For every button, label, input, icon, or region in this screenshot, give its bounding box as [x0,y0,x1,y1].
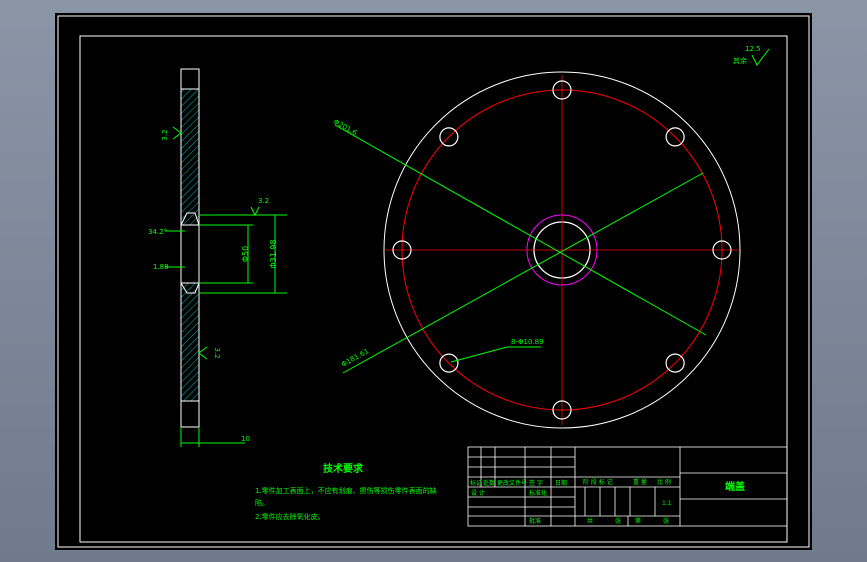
tb-standard-label: 标准化 [529,489,547,497]
bolt-hole [552,80,572,100]
flange-bottom-plain [180,400,200,428]
chamfer-size-text: 1.88 [153,263,169,271]
roughness-top-icon [172,126,182,140]
bore-section [180,224,200,284]
roughness-top-text: 3.2 [161,129,169,140]
cad-drawing: Φ50 Φ31.98 34.2° 1.88 3.2 3.2 3.2 10 Φ20… [57,15,810,548]
tb-sheet-label: 张 [615,517,621,525]
outer-diameter-leader [334,124,707,336]
notes-line1-cont: 陷。 [255,498,269,507]
tb-mark-label: 标记 [470,479,482,487]
inner-border [79,35,788,543]
recess-dim-text: Φ31.98 [269,239,278,268]
flange-top-plain [180,68,200,90]
tb-sheet-num-label: 第 [635,517,641,525]
bolt-hole [665,127,685,147]
bolt-circle-text: Φ181.61 [340,347,370,369]
roughness-bottom-icon [198,346,208,360]
flange-lower-section [180,282,200,402]
chamfer-bottom [180,282,200,294]
tb-count-label: 处数 [483,479,495,487]
tb-scale-value: 1:1 [662,500,672,507]
tb-date-label: 日期 [555,479,567,487]
notes-title: 技术要求 [323,462,364,475]
general-roughness-value: 12.5 [745,45,761,53]
roughness-check-icon [751,48,770,66]
outer-border [57,15,810,548]
notes-line1: 1.零件加工表面上，不应有划痕、擦伤等损伤零件表面的缺 [255,486,437,495]
holes-leader [450,346,508,363]
bolt-circle-leader [342,172,704,374]
tb-weight-label: 重 量 [633,478,647,486]
tb-sign-label: 签 字 [529,479,543,487]
notes-line2: 2.零件应去除氧化皮。 [255,512,325,521]
tb-designer-label: 设 计 [471,489,485,497]
tb-approval-label: 批准 [529,517,541,525]
front-view: Φ201.6 Φ181.61 8-Φ10.89 [332,71,741,429]
tb-stage-label: 阶 段 标 记 [583,478,613,486]
chamfer-angle-text: 34.2° [148,228,167,236]
roughness-bore-text: 3.2 [258,197,269,205]
title-block [467,446,788,527]
tb-part-name: 端盖 [725,480,745,493]
tb-doc-label: 更改文件号 [497,479,527,487]
outer-circle [383,71,741,429]
chamfer-top [180,212,200,226]
outer-diameter-text: Φ201.6 [332,118,359,138]
technical-notes: 技术要求 1.零件加工表面上，不应有划痕、擦伤等损伤零件表面的缺 陷。 2.零件… [255,462,437,521]
flange-upper-section [180,88,200,226]
bore-dim-text: Φ50 [241,246,250,262]
title-block-text: 标记 处数 更改文件号 签 字 日期 设 计 标准化 批准 阶 段 标 记 重 … [470,478,745,525]
bolt-hole [392,240,412,260]
side-view: Φ50 Φ31.98 34.2° 1.88 3.2 3.2 3.2 10 [148,68,287,447]
holes-text: 8-Φ10.89 [511,338,544,346]
bolt-hole [439,127,459,147]
bolt-holes [392,80,732,420]
general-roughness-label: 其余 [733,56,747,65]
general-roughness: 12.5 其余 [733,45,770,66]
thickness-text: 10 [241,435,250,443]
drawing-canvas: Φ50 Φ31.98 34.2° 1.88 3.2 3.2 3.2 10 Φ20… [55,13,812,550]
bolt-hole [712,240,732,260]
roughness-bore-icon [250,206,260,217]
tb-sheet-num-suffix: 张 [663,517,669,525]
tb-total-label: 共 [587,517,593,525]
roughness-bottom-text: 3.2 [213,347,221,358]
bolt-hole [439,353,459,373]
bolt-hole [552,400,572,420]
tb-scale-label: 比 例 [657,478,671,486]
bolt-hole [665,353,685,373]
